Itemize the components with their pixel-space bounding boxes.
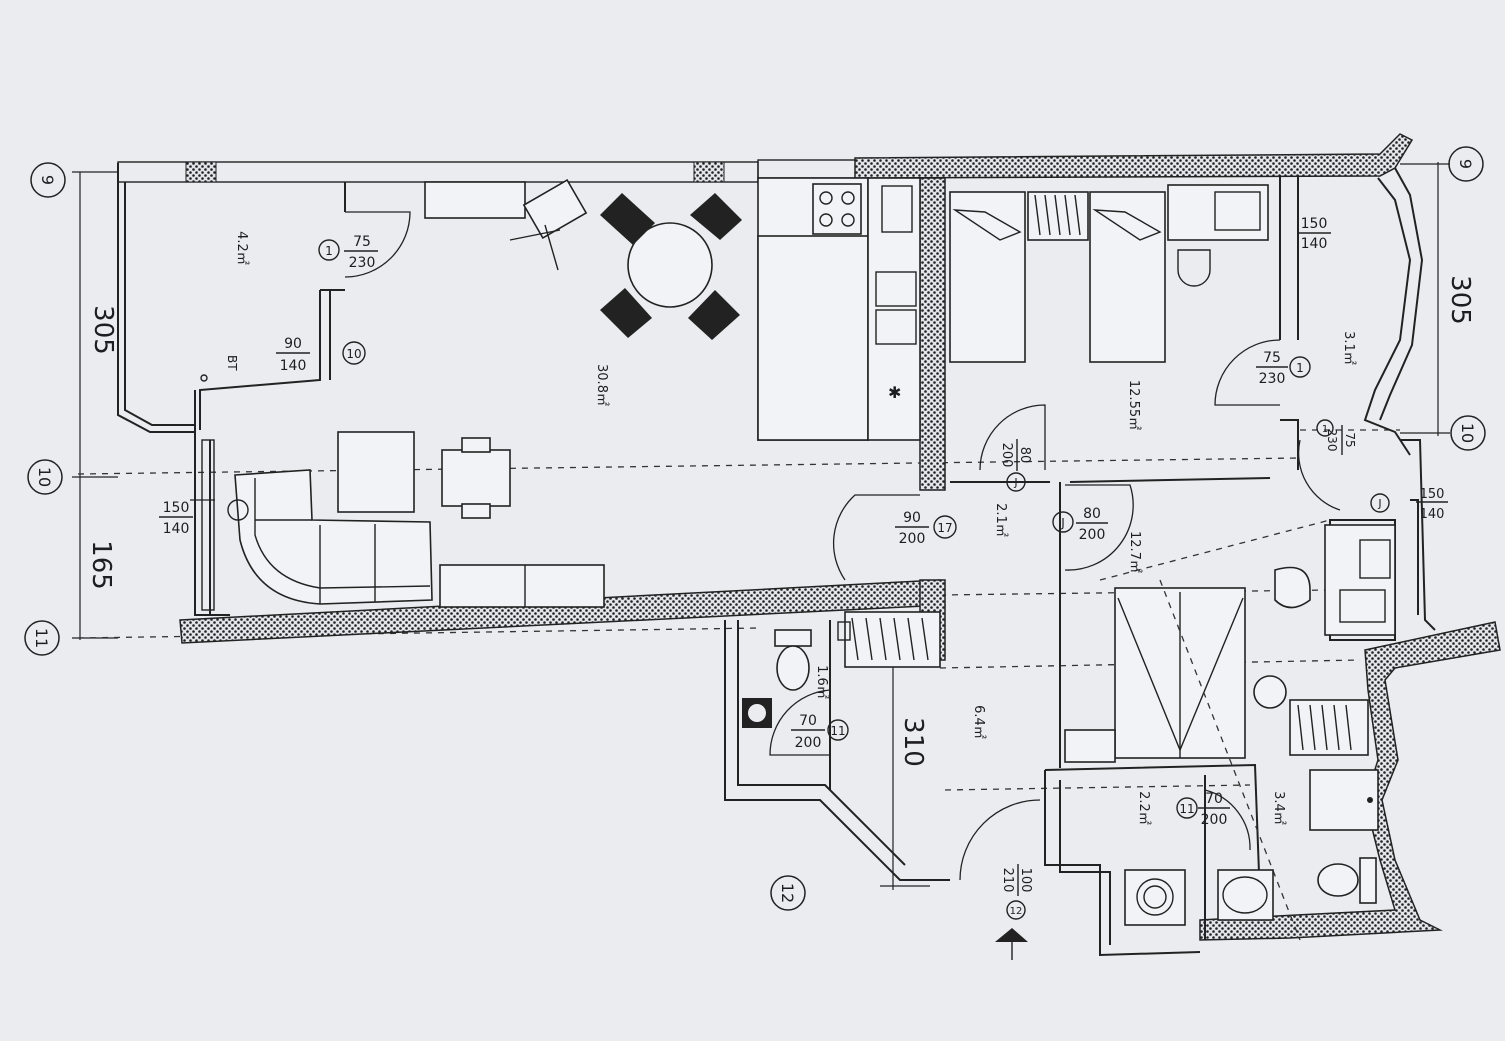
door-width: 90: [284, 336, 302, 352]
door-tag: 150 140: [1297, 216, 1331, 252]
door-height: 200: [899, 531, 926, 547]
door-height: 140: [1420, 507, 1445, 522]
desk-icon: [441, 437, 511, 519]
grid-marker-10-right: 10: [1450, 415, 1486, 451]
door-tag: 75 230: [1325, 425, 1357, 455]
door-number: 12: [1010, 906, 1023, 917]
grid-marker-11-left: 11: [24, 620, 60, 656]
tv-unit: [439, 564, 605, 608]
door-swings: [190, 211, 1341, 881]
door-height: 230: [349, 255, 376, 271]
door-height: 140: [163, 521, 190, 537]
grid-label: 11: [32, 628, 51, 648]
dimension-lines: [72, 162, 1450, 890]
area-bedroom-bottom: 12.7㎡: [1127, 531, 1142, 573]
grid-label: 10: [35, 467, 54, 487]
grid-label: 10: [1458, 423, 1477, 443]
grid-marker-10-left: 10: [27, 459, 63, 495]
bathroom-fixtures: [1124, 769, 1379, 926]
door-width: 150: [1301, 216, 1328, 232]
door-width: 75: [1343, 432, 1357, 447]
dining-table-icon: [600, 193, 742, 340]
door-width: 100: [1018, 868, 1033, 893]
door-number: 1: [1296, 361, 1304, 375]
door-tag: 1 75 230: [318, 234, 378, 271]
door-number: J: [1060, 516, 1065, 530]
area-balcony-left: 4.2㎡: [234, 231, 249, 265]
door-tag: 90 200 17: [895, 510, 957, 547]
door-number: 1: [1322, 424, 1328, 435]
door-width: 70: [799, 713, 817, 729]
bedroom-bottom-furniture: [1064, 519, 1396, 941]
door-tag: J 80 200: [1052, 506, 1108, 543]
dimension-right-top: 305: [1445, 275, 1475, 325]
area-bathroom: 3.4㎡: [1271, 791, 1286, 825]
door-tag: 90 140 10: [276, 336, 366, 374]
armchair-icon: [509, 178, 588, 271]
door-tag: 70 200 11: [791, 713, 849, 751]
door-height: 200: [1201, 812, 1228, 828]
living-furniture: [227, 178, 742, 608]
sofa-icon: [234, 469, 433, 605]
grid-marker-12: 12: [770, 875, 806, 911]
door-tag: 80 200: [999, 439, 1032, 471]
door-width: 70: [1205, 791, 1223, 807]
door-height: 210: [1000, 868, 1015, 893]
door-height: 200: [795, 735, 822, 751]
sink-icon: [742, 698, 772, 728]
door-number: 1: [325, 244, 333, 258]
door-number: 10: [346, 347, 361, 361]
wc-fixtures: [742, 611, 941, 728]
cooker-symbol: ✱: [888, 383, 901, 402]
grid-label: 12: [778, 883, 797, 903]
area-bedroom-top: 12.55㎡: [1126, 380, 1141, 430]
bedroom-top-furniture: [949, 184, 1269, 363]
dimension-left-top: 305: [88, 305, 118, 355]
entrance-arrow-icon: [995, 928, 1028, 960]
door-width: 90: [903, 510, 921, 526]
door-width: 80: [1017, 447, 1032, 464]
door-tag: 100 210: [1000, 864, 1033, 896]
door-width: 150: [163, 500, 190, 516]
coffee-table: [337, 431, 415, 513]
door-width: 75: [1263, 350, 1281, 366]
door-number: 17: [937, 521, 952, 535]
kitchen: ✱: [757, 177, 921, 441]
grid-label: 9: [38, 175, 57, 185]
door-height: 140: [1301, 236, 1328, 252]
dimension-left-bottom: 165: [86, 540, 116, 590]
grid-marker-9-left: 9: [30, 162, 66, 198]
area-balcony-right: 3.1㎡: [1341, 331, 1356, 365]
grid-label: 9: [1456, 159, 1475, 169]
area-corridor: 2.1㎡: [993, 503, 1008, 537]
door-tag: J 150 140: [1370, 487, 1448, 522]
grid-marker-9-right: 9: [1448, 146, 1484, 182]
door-width: 75: [353, 234, 371, 250]
area-living: 30.8㎡: [594, 364, 609, 406]
door-number: J: [1013, 476, 1017, 489]
door-number: J: [1377, 497, 1381, 510]
door-width: 80: [1083, 506, 1101, 522]
door-tag: 75 230 1: [1256, 350, 1311, 387]
area-wc: 1.6㎡: [814, 665, 829, 699]
door-height: 230: [1259, 371, 1286, 387]
door-tag: 150 140: [159, 500, 193, 537]
door-height: 200: [999, 443, 1014, 468]
dimension-center: 310: [898, 717, 928, 767]
walls: [117, 133, 1501, 957]
door-tag: 11 70 200: [1176, 791, 1230, 828]
area-storage: 2.2㎡: [1136, 791, 1151, 825]
area-hall: 6.4㎡: [971, 705, 986, 739]
door-width: 150: [1420, 487, 1445, 502]
door-number: 11: [830, 724, 845, 738]
door-height: 230: [1325, 429, 1339, 452]
ht-label: BT: [225, 355, 239, 371]
door-number: 11: [1179, 802, 1194, 816]
door-height: 200: [1079, 527, 1106, 543]
door-height: 140: [280, 358, 307, 374]
